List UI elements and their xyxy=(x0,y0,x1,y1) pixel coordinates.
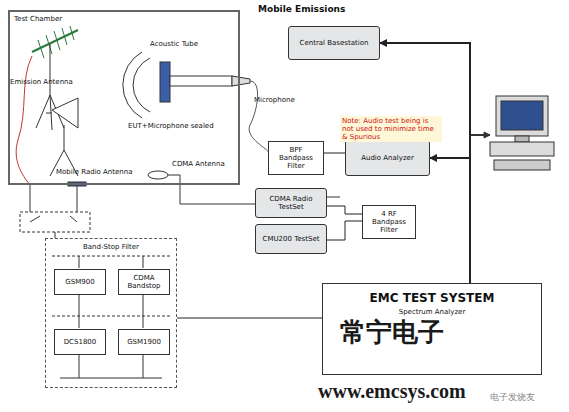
illustration-line xyxy=(46,113,52,114)
illustration-line xyxy=(60,378,162,379)
illustration-line xyxy=(70,216,77,222)
illustration-rect xyxy=(496,96,548,136)
connector-line xyxy=(327,206,362,214)
illustration-rect xyxy=(515,136,529,142)
node-text: Central Basestation xyxy=(300,39,369,47)
filter-box: GSM900 xyxy=(54,269,106,295)
illustration-line xyxy=(79,294,80,328)
illustration-line xyxy=(36,95,50,128)
node-text: DCS1800 xyxy=(64,338,97,346)
watermark: 常宁电子 xyxy=(340,318,444,348)
node-text: CMU200 TestSet xyxy=(263,235,320,243)
basestation-box: Central Basestation xyxy=(288,26,380,60)
acoustic-tube xyxy=(123,52,250,118)
diagram-title: Mobile Emissions xyxy=(258,4,345,14)
illustration-path xyxy=(123,52,142,118)
illustration-line xyxy=(143,256,144,268)
illustration-line xyxy=(143,294,144,328)
illustration-line xyxy=(143,354,144,378)
label-text: Microphone xyxy=(254,96,295,104)
connector-line xyxy=(327,221,362,240)
illustration-line xyxy=(327,197,340,198)
node-text: GSM1900 xyxy=(127,338,161,346)
node-text: BPF Bandpass Filter xyxy=(272,146,320,170)
watermark: www.emcsys.com xyxy=(318,380,466,403)
connector-line xyxy=(177,318,322,319)
illustration-polygon xyxy=(484,132,490,138)
node-text: GSM900 xyxy=(65,278,94,286)
emission-antenna xyxy=(16,26,78,185)
illustration-line xyxy=(30,185,31,212)
node-text: CDMA Bandstop xyxy=(122,274,166,290)
label-text: Mobile Radio Antenna xyxy=(56,168,133,176)
label-text: CDMA Antenna xyxy=(172,160,225,168)
connector-line xyxy=(324,153,345,154)
filter-box: 4 RF Bandpass Filter xyxy=(362,205,416,239)
illustration-path xyxy=(249,81,268,152)
illustration-path xyxy=(168,175,255,204)
illustration-line xyxy=(77,186,78,212)
label-text: EUT+Microphone sealed xyxy=(128,122,214,130)
label-text: Emission Antenna xyxy=(10,78,73,86)
filter-wire xyxy=(327,197,340,198)
illustration-polygon xyxy=(232,76,250,86)
illustration-line xyxy=(79,354,80,378)
node-text: CDMA Radio TestSet xyxy=(259,195,323,211)
illustration-line xyxy=(70,26,74,40)
filter-box: DCS1800 xyxy=(54,329,106,355)
illustration-line xyxy=(32,30,78,52)
illustration-polygon xyxy=(52,98,78,128)
illustration-path xyxy=(16,56,32,185)
mobile-radio-antenna xyxy=(20,182,90,238)
illustration-line xyxy=(50,44,51,95)
microphone-cable xyxy=(249,81,268,152)
illustration-path xyxy=(133,58,150,112)
illustration-rect xyxy=(494,160,550,170)
illustration-rect xyxy=(501,101,543,130)
testset-box: CDMA Radio TestSet xyxy=(255,188,327,218)
test-chamber: Test Chamber xyxy=(8,10,240,185)
illustration-path xyxy=(52,256,170,257)
analyzer-box: Audio Analyzer xyxy=(345,140,430,176)
illustration-line xyxy=(62,28,67,45)
illustration-line xyxy=(38,40,44,58)
filter-box: GSM1900 xyxy=(118,329,170,355)
note-text: Note: Audio test being is not used to mi… xyxy=(340,116,442,142)
node-text: Spectrum Analyzer xyxy=(399,308,466,316)
node-text: EMC TEST SYSTEM xyxy=(370,292,495,306)
filter-bank: Band-Stop FilterGSM900 CDMA BandstopDCS18… xyxy=(45,238,177,388)
illustration-rect xyxy=(170,76,232,86)
illustration-line xyxy=(64,125,65,150)
illustration-line xyxy=(54,31,60,50)
illustration-line xyxy=(79,256,80,268)
illustration-path xyxy=(52,316,170,317)
node-text: Band-Stop Filter xyxy=(83,243,139,251)
node-text: Audio Analyzer xyxy=(361,154,414,162)
control-computer xyxy=(470,96,554,170)
label-text: Acoustic Tube xyxy=(150,40,198,48)
illustration-path xyxy=(20,212,90,232)
filter-box: CDMA Bandstop xyxy=(118,269,170,295)
illustration-rect xyxy=(160,62,170,102)
node-text: Test Chamber xyxy=(14,15,62,23)
connector-line xyxy=(430,158,470,283)
illustration-line xyxy=(30,216,40,222)
illustration-rect xyxy=(490,142,554,156)
illustration-line xyxy=(46,35,52,54)
filter-box: BPF Bandpass Filter xyxy=(268,141,324,175)
bank-wiring xyxy=(52,256,170,378)
illustration-ellipse xyxy=(148,171,168,179)
node-text: 4 RF Bandpass Filter xyxy=(366,210,412,234)
testset-box: CMU200 TestSet xyxy=(255,224,327,254)
watermark: 电子发烧友 xyxy=(490,392,535,402)
